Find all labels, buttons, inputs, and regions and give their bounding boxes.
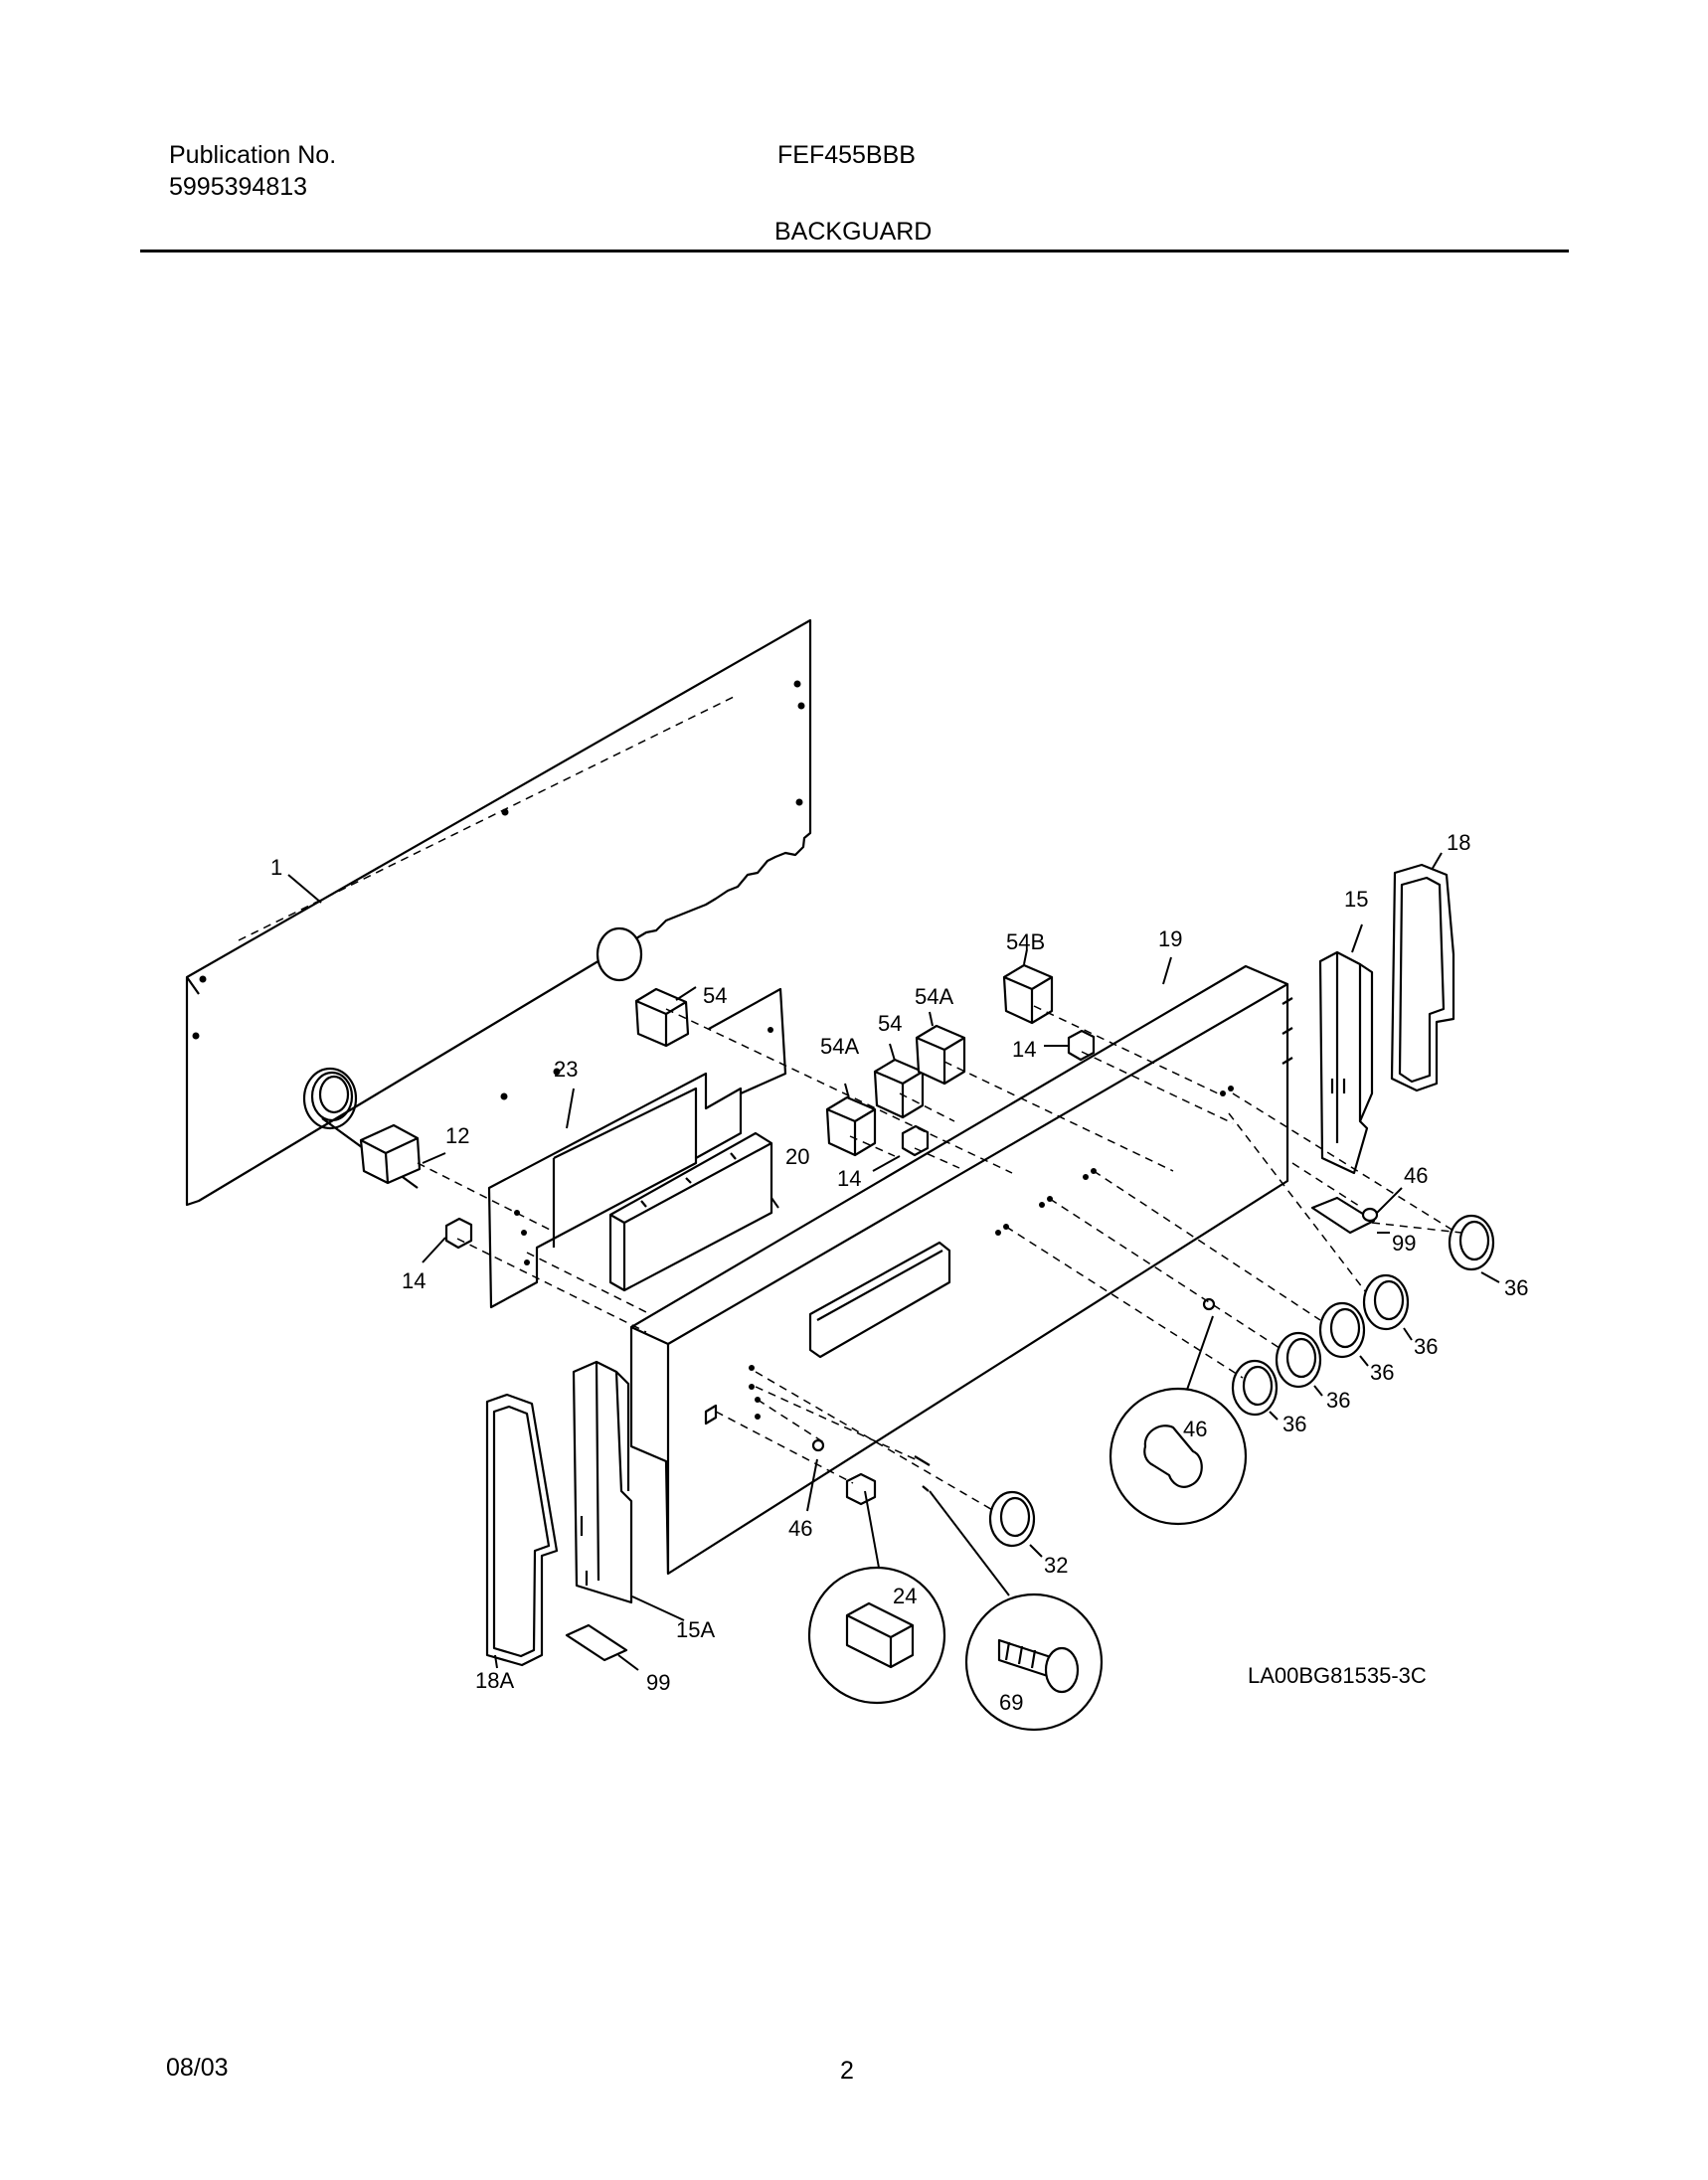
part-36-knob-5 [1231, 1359, 1279, 1417]
label-32: 32 [1044, 1553, 1068, 1578]
part-12-thermostat [302, 1067, 422, 1189]
label-36-1: 36 [1504, 1275, 1528, 1300]
label-54-left: 54 [703, 983, 727, 1008]
part-18-trim-right [1390, 863, 1455, 1092]
label-14-right: 14 [1012, 1037, 1036, 1062]
part-54a-switch-right [915, 1024, 966, 1086]
label-54b: 54B [1006, 929, 1045, 954]
detail-circle-24 [807, 1490, 946, 1705]
detail-circle-46 [1109, 1315, 1248, 1526]
part-1-rear-panel [185, 618, 812, 1207]
model-number: FEF455BBB [777, 141, 916, 169]
label-46-left: 46 [788, 1516, 812, 1541]
part-54-switch-center [873, 1058, 925, 1119]
section-title: BACKGUARD [774, 218, 933, 246]
label-12: 12 [445, 1123, 469, 1148]
label-18: 18 [1447, 830, 1470, 855]
part-46-bumper-left [811, 1438, 825, 1452]
label-54a-left: 54A [820, 1034, 859, 1059]
callout-labels: 1 12 14 14 14 15 15A 18 18A 19 20 23 24 … [270, 830, 1528, 1715]
label-1: 1 [270, 855, 282, 880]
label-54a-right: 54A [915, 984, 953, 1009]
label-36-2: 36 [1414, 1334, 1438, 1359]
label-14-left: 14 [402, 1268, 426, 1293]
label-23: 23 [554, 1057, 578, 1082]
part-54-switch [634, 987, 690, 1048]
part-14-clip-left [444, 1217, 473, 1250]
label-69: 69 [999, 1690, 1023, 1715]
label-24: 24 [893, 1584, 917, 1608]
part-36-knob-2 [1362, 1273, 1410, 1331]
header-rule [140, 250, 1569, 252]
part-23-bracket [487, 987, 787, 1309]
leader-lines [287, 852, 1500, 1671]
publication-number: 5995394813 [169, 173, 308, 201]
part-19-control-panel [629, 964, 1293, 1576]
part-69-screw [914, 1455, 931, 1492]
assembly-guide-lines [417, 1005, 1462, 1512]
label-18a: 18A [475, 1668, 514, 1693]
label-19: 19 [1158, 926, 1182, 951]
publication-label: Publication No. [169, 141, 337, 169]
part-54b-switch [1002, 963, 1054, 1025]
part-36-knob-4 [1275, 1331, 1322, 1389]
part-14-clip-center [901, 1124, 930, 1157]
label-36-5: 36 [1282, 1412, 1306, 1436]
part-32-knob [988, 1490, 1036, 1548]
part-15a-end-cap-left [572, 1360, 633, 1604]
footer-date: 08/03 [166, 2054, 229, 2082]
part-46-bumper-right [1361, 1207, 1379, 1223]
part-15-end-cap-right [1318, 950, 1374, 1175]
page-number: 2 [840, 2057, 854, 2085]
label-36-3: 36 [1370, 1360, 1394, 1385]
label-46-detail: 46 [1183, 1417, 1207, 1441]
part-18a-trim-left [485, 1393, 559, 1667]
label-15a: 15A [676, 1617, 715, 1642]
label-46-right: 46 [1404, 1163, 1428, 1188]
label-99-right: 99 [1392, 1231, 1416, 1256]
label-15: 15 [1344, 887, 1368, 912]
label-20: 20 [785, 1144, 809, 1169]
part-14-clip-right [1067, 1029, 1096, 1062]
part-46-bumper-center [1202, 1297, 1216, 1311]
part-36-knob-3 [1318, 1301, 1366, 1359]
part-99-bracket-left [565, 1623, 628, 1662]
part-54a-switch-left [825, 1095, 877, 1157]
drawing-code: LA00BG81535-3C [1248, 1663, 1427, 1688]
part-36-knob-1 [1448, 1214, 1495, 1271]
part-20-control-board [608, 1131, 773, 1292]
detail-circle-69 [929, 1490, 1104, 1732]
label-99-left: 99 [646, 1670, 670, 1695]
label-54-center: 54 [878, 1011, 902, 1036]
label-14-center: 14 [837, 1166, 861, 1191]
label-36-4: 36 [1326, 1388, 1350, 1413]
part-24-rocker-switch [845, 1472, 877, 1506]
